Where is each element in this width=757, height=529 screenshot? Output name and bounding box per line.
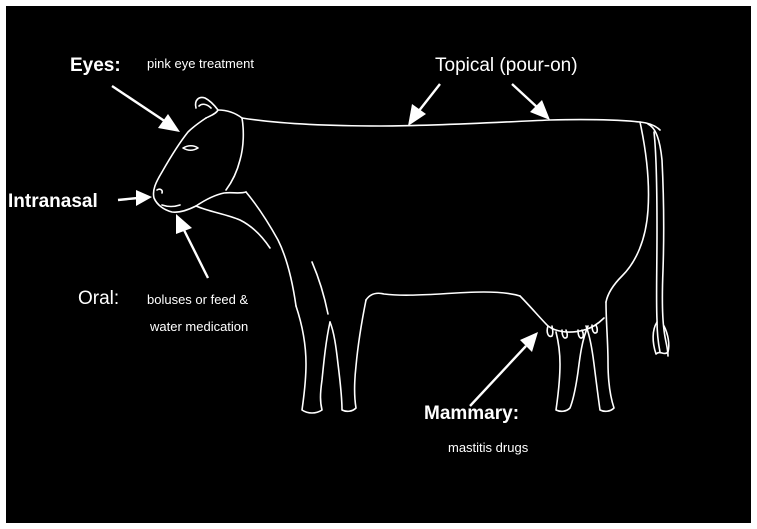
oral-detail-line2: water medication: [149, 319, 248, 334]
mammary-label: Mammary:: [424, 403, 519, 424]
eyes-detail: pink eye treatment: [147, 56, 254, 71]
diagram-background: [6, 6, 751, 523]
oral-label: Oral:: [78, 288, 119, 309]
intranasal-label: Intranasal: [8, 191, 98, 212]
oral-detail-line1: boluses or feed &: [147, 292, 249, 307]
eyes-label: Eyes:: [70, 55, 121, 76]
cow-administration-routes-diagram: Eyes: pink eye treatment Topical (pour-o…: [6, 6, 751, 523]
mammary-detail: mastitis drugs: [448, 440, 529, 455]
topical-label: Topical (pour-on): [435, 55, 578, 76]
